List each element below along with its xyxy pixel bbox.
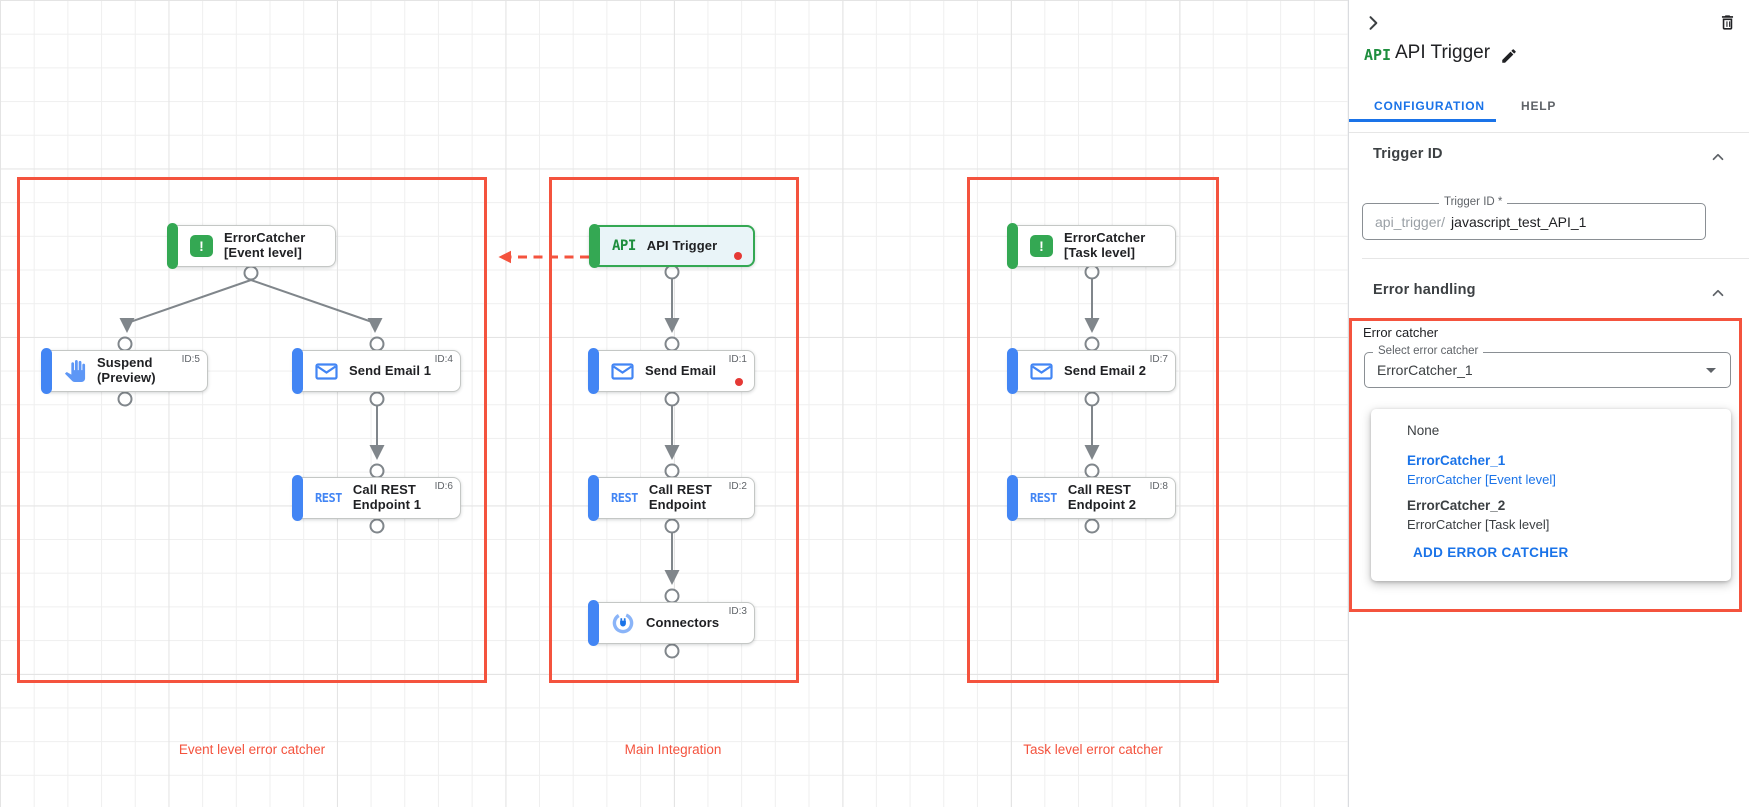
active-tab-indicator <box>1349 119 1496 122</box>
rest-icon: REST <box>315 491 342 505</box>
error-dot <box>734 252 742 260</box>
node-accent-bar <box>589 224 600 268</box>
rest-icon: REST <box>1030 491 1057 505</box>
node-accent-bar <box>1007 223 1018 269</box>
option-name: ErrorCatcher_2 <box>1407 498 1506 513</box>
node-label: API Trigger <box>646 237 718 253</box>
api-trigger-badge-icon: API <box>1364 46 1392 64</box>
main-integration-group-box <box>549 177 799 683</box>
node-send-email-2[interactable]: Send Email 2 ID:7 <box>1007 348 1176 394</box>
main-integration-group-label: Main Integration <box>624 742 722 757</box>
error-catcher-icon: ! <box>1030 235 1053 257</box>
option-name: ErrorCatcher_1 <box>1407 453 1506 468</box>
trigger-config-panel: API API Trigger CONFIGURATION HELP Trigg… <box>1348 0 1749 807</box>
node-accent-bar <box>588 475 599 521</box>
collapse-section-icon[interactable] <box>1709 284 1727 307</box>
node-errorcatcher-task-level[interactable]: ! ErrorCatcher[Task level] <box>1007 223 1176 269</box>
divider <box>1362 258 1749 259</box>
task-id-label: ID:6 <box>434 481 453 492</box>
delete-icon[interactable] <box>1715 10 1739 34</box>
menu-option-none[interactable]: None <box>1407 423 1440 438</box>
error-catcher-icon: ! <box>190 235 213 257</box>
connectors-icon <box>611 611 635 635</box>
option-description: ErrorCatcher [Event level] <box>1407 472 1556 487</box>
tab-configuration[interactable]: CONFIGURATION <box>1374 99 1485 113</box>
trigger-id-value: javascript_test_API_1 <box>1451 213 1587 230</box>
error-catcher-select-label: Select error catcher <box>1373 345 1484 357</box>
add-error-catcher-button[interactable]: ADD ERROR CATCHER <box>1413 545 1569 560</box>
node-send-email-1[interactable]: Send Email 1 ID:4 <box>292 348 461 394</box>
node-label: Send Email 2 <box>1064 362 1147 378</box>
error-catcher-select-value: ErrorCatcher_1 <box>1377 362 1473 378</box>
node-connectors[interactable]: Connectors ID:3 <box>588 600 755 646</box>
node-api-trigger[interactable]: API API Trigger <box>589 224 755 268</box>
task-id-label: ID:4 <box>434 354 453 365</box>
error-catcher-select[interactable]: Select error catcher ErrorCatcher_1 <box>1364 345 1731 388</box>
task-id-label: ID:1 <box>728 354 747 365</box>
node-label: Suspend(Preview) <box>97 355 156 385</box>
email-icon <box>611 362 634 380</box>
email-icon <box>315 362 338 380</box>
panel-title: API Trigger <box>1395 42 1491 63</box>
node-label: Send Email 1 <box>349 362 432 378</box>
trigger-id-prefix: api_trigger/ <box>1375 213 1446 230</box>
edit-icon[interactable] <box>1497 44 1521 68</box>
task-id-label: ID:3 <box>728 606 747 617</box>
menu-option-errorcatcher-1[interactable]: ErrorCatcher_1 ErrorCatcher [Event level… <box>1371 453 1731 487</box>
error-catcher-label: Error catcher <box>1363 325 1439 340</box>
event-level-group-box <box>17 177 487 683</box>
node-accent-bar <box>588 348 599 394</box>
node-accent-bar <box>292 475 303 521</box>
task-id-label: ID:2 <box>728 481 747 492</box>
node-send-email[interactable]: Send Email ID:1 <box>588 348 755 394</box>
connector-lines <box>117 250 1100 659</box>
node-accent-bar <box>1007 348 1018 394</box>
task-id-label: ID:7 <box>1149 354 1168 365</box>
collapse-panel-icon[interactable] <box>1361 11 1385 35</box>
error-catcher-dropdown-menu: None ErrorCatcher_1 ErrorCatcher [Event … <box>1371 409 1731 581</box>
node-label: ErrorCatcher[Task level] <box>1064 230 1146 260</box>
suspend-hand-icon <box>64 360 86 382</box>
task-id-label: ID:8 <box>1149 481 1168 492</box>
rest-icon: REST <box>611 491 638 505</box>
divider <box>1349 132 1749 133</box>
node-accent-bar <box>167 223 178 269</box>
error-dot <box>735 378 743 386</box>
api-icon: API <box>612 238 636 254</box>
node-label: Send Email <box>645 362 717 378</box>
node-accent-bar <box>1007 475 1018 521</box>
option-description: ErrorCatcher [Task level] <box>1407 517 1550 532</box>
error-handling-heading: Error handling <box>1373 282 1476 298</box>
email-icon <box>1030 362 1053 380</box>
node-accent-bar <box>41 348 52 394</box>
menu-option-errorcatcher-2[interactable]: ErrorCatcher_2 ErrorCatcher [Task level] <box>1371 498 1731 532</box>
collapse-section-icon[interactable] <box>1709 148 1727 171</box>
trigger-id-field[interactable]: Trigger ID * api_trigger/ javascript_tes… <box>1362 196 1706 240</box>
tab-help[interactable]: HELP <box>1521 99 1557 113</box>
trigger-id-field-label: Trigger ID * <box>1439 196 1508 208</box>
node-accent-bar <box>292 348 303 394</box>
event-level-group-label: Event level error catcher <box>178 742 326 757</box>
node-label: Connectors <box>646 614 720 630</box>
task-level-group-box <box>967 177 1219 683</box>
node-label: ErrorCatcher[Event level] <box>224 230 306 260</box>
node-suspend-preview[interactable]: Suspend(Preview) ID:5 <box>41 348 208 394</box>
trigger-id-heading: Trigger ID <box>1373 146 1443 162</box>
integration-canvas[interactable]: ! ErrorCatcher[Event level] Suspend(Prev… <box>0 0 1348 807</box>
node-accent-bar <box>588 600 599 646</box>
task-id-label: ID:5 <box>181 354 200 365</box>
task-level-group-label: Task level error catcher <box>1023 742 1163 757</box>
node-errorcatcher-event-level[interactable]: ! ErrorCatcher[Event level] <box>167 223 336 269</box>
dropdown-arrow-icon <box>1706 368 1716 373</box>
